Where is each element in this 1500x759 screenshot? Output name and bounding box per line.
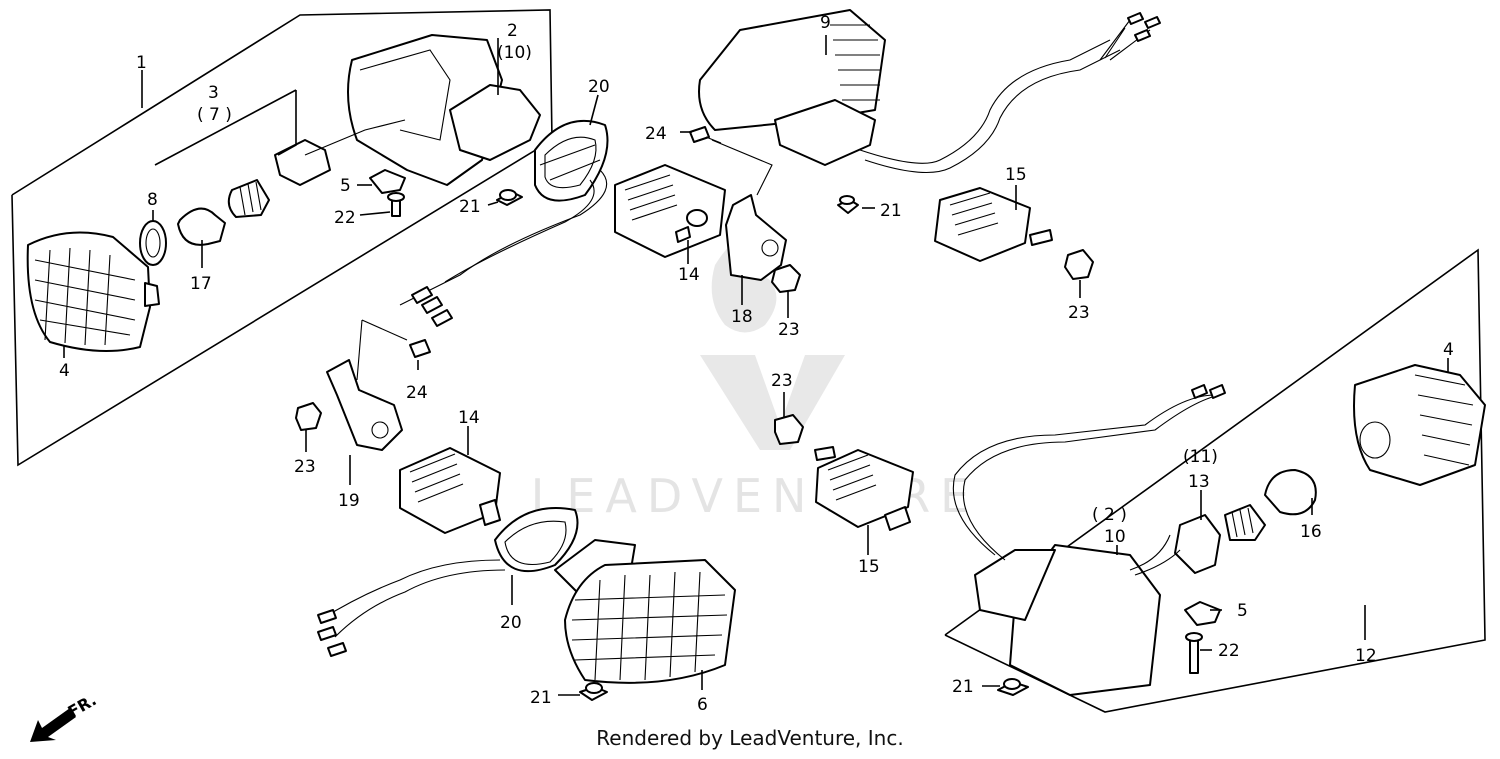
- relay-15-lower: [774, 414, 914, 531]
- callout-24-lower: 24: [406, 383, 428, 403]
- callout-21-a: 21: [459, 197, 481, 217]
- right-turn-signal-assembly: [944, 248, 1486, 713]
- callout-4-right: 4: [1443, 340, 1454, 360]
- callout-15-top: 15: [1005, 165, 1027, 185]
- callout-23-a: 23: [778, 320, 800, 340]
- callout-2-paren: ( 2 ): [1092, 505, 1127, 525]
- callout-10-paren: (10): [497, 43, 532, 63]
- leader-lines: [63, 35, 1449, 696]
- bracket-18: [689, 126, 801, 293]
- grommet-top: [399, 119, 609, 327]
- right-housing: [1009, 544, 1161, 696]
- callout-14-lower: 14: [458, 408, 480, 428]
- right-bulb: [1264, 469, 1317, 516]
- callout-20-top: 20: [588, 77, 610, 97]
- callout-8: 8: [147, 190, 158, 210]
- callout-19: 19: [338, 491, 360, 511]
- right-socket: [1224, 504, 1266, 541]
- callout-3: 3: [208, 83, 219, 103]
- callout-9: 9: [820, 13, 831, 33]
- left-bulb: [177, 207, 226, 246]
- callout-1: 1: [136, 53, 147, 73]
- callout-20-lower: 20: [500, 613, 522, 633]
- callout-21-b: 21: [880, 201, 902, 221]
- relay-14-top: [614, 164, 726, 258]
- callout-11-paren: (11): [1183, 447, 1218, 467]
- callout-4-left: 4: [59, 361, 70, 381]
- callout-10: 10: [1104, 527, 1126, 547]
- callout-23-b: 23: [1068, 303, 1090, 323]
- relay-15-top: [837, 187, 1094, 280]
- callout-labels: 1 2 (10) 3 ( 7 ) 4 5 8 17 22 21 20 24 14…: [59, 13, 1454, 715]
- left-small-hardware: [369, 169, 523, 217]
- left-turn-signal-assembly: [11, 9, 553, 467]
- front-turn-signal-9: [698, 9, 1161, 174]
- callout-15-lower: 15: [858, 557, 880, 577]
- callout-24-top: 24: [645, 124, 667, 144]
- callout-7-paren: ( 7 ): [197, 105, 232, 125]
- callout-5-right: 5: [1237, 601, 1248, 621]
- bracket-19: [295, 319, 431, 451]
- left-socket: [227, 179, 270, 218]
- rear-lens: [564, 559, 736, 684]
- callout-21-c: 21: [530, 688, 552, 708]
- relay-14-lower: [399, 447, 501, 534]
- callout-17: 17: [190, 274, 212, 294]
- callout-12: 12: [1355, 646, 1377, 666]
- callout-14-top: 14: [678, 265, 700, 285]
- callout-13: 13: [1188, 472, 1210, 492]
- front-arrow-icon: [30, 708, 76, 742]
- left-lens: [26, 231, 151, 352]
- callout-22-right: 22: [1218, 641, 1240, 661]
- callout-5-left: 5: [340, 176, 351, 196]
- right-lens: [1353, 364, 1486, 486]
- left-gasket: [139, 220, 167, 266]
- callout-22-left: 22: [334, 208, 356, 228]
- rear-turn-signal-6: [317, 507, 736, 701]
- callout-2: 2: [507, 21, 518, 41]
- footer-credit: Rendered by LeadVenture, Inc.: [596, 726, 904, 750]
- callout-18: 18: [731, 307, 753, 327]
- callout-23-c: 23: [294, 457, 316, 477]
- callout-16: 16: [1300, 522, 1322, 542]
- callout-21-d: 21: [952, 677, 974, 697]
- callout-23-d: 23: [771, 371, 793, 391]
- callout-6: 6: [697, 695, 708, 715]
